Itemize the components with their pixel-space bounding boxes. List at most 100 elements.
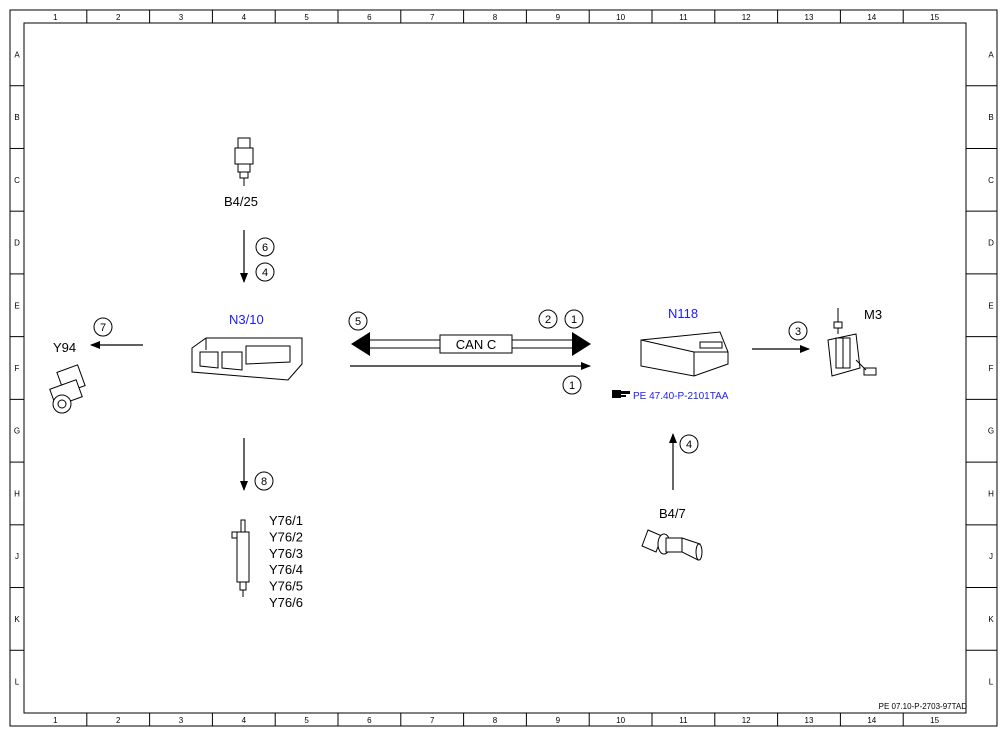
column-label: 11: [679, 716, 688, 725]
y76-label: Y76/6: [269, 595, 303, 610]
signal-n118-to-m3: 3: [752, 321, 810, 353]
module-icon: [640, 331, 729, 377]
y94-valve: Y94: [49, 340, 86, 414]
column-label: 1: [53, 13, 58, 22]
column-label: 11: [679, 13, 688, 22]
column-label: 3: [179, 716, 184, 725]
signal-n3-10-to-n118: 1: [350, 362, 591, 395]
column-label: 13: [805, 716, 814, 725]
row-label: C: [14, 176, 20, 185]
n3-10-label: N3/10: [229, 312, 264, 327]
signal-n3-10-to-y94: 7: [90, 317, 143, 349]
y76-label: Y76/5: [269, 579, 303, 594]
column-label: 2: [116, 716, 121, 725]
column-label: 1: [53, 716, 58, 725]
column-label: 15: [930, 13, 939, 22]
valve-icon: [49, 364, 86, 414]
column-label: 4: [242, 13, 247, 22]
row-label: E: [988, 301, 993, 310]
column-label: 14: [867, 716, 876, 725]
injector-icon: [231, 519, 250, 597]
b4-7-sensor: B4/7: [641, 506, 703, 561]
pointing-hand-icon: [612, 390, 630, 398]
n118-control-unit: N118: [640, 306, 729, 377]
row-label: L: [15, 678, 20, 687]
signal-b4-7-to-n118: 4: [669, 433, 699, 490]
b4-25-label: B4/25: [224, 194, 258, 209]
document-id: PE 07.10-P-2703-97TAD: [879, 702, 968, 711]
row-label: B: [14, 113, 19, 122]
row-label: J: [15, 552, 19, 561]
row-label: F: [15, 364, 20, 373]
signal-number: 4: [262, 267, 268, 279]
column-label: 9: [556, 716, 561, 725]
y94-label: Y94: [53, 340, 76, 355]
reference-link[interactable]: PE 47.40-P-2101TAA: [612, 390, 729, 402]
signal-number: 6: [262, 242, 268, 254]
row-label: G: [988, 427, 994, 436]
b4-25-sensor: B4/25: [224, 137, 258, 209]
row-label: D: [14, 239, 20, 248]
y76-label: Y76/1: [269, 513, 303, 528]
pressure-sensor-icon: [234, 137, 254, 186]
can-c-label: CAN C: [456, 337, 496, 352]
b4-7-label: B4/7: [659, 506, 686, 521]
n3-10-control-unit: N3/10: [191, 312, 303, 381]
row-label: H: [988, 489, 994, 498]
signal-number: 3: [795, 326, 801, 338]
column-label: 12: [742, 716, 751, 725]
column-label: 5: [304, 13, 309, 22]
column-label: 13: [805, 13, 814, 22]
column-label: 12: [742, 13, 751, 22]
signal-number: 4: [686, 439, 692, 451]
signal-b4-25-to-n3-10: 6 4: [240, 230, 275, 283]
y76-label: Y76/2: [269, 529, 303, 544]
column-label: 9: [556, 13, 561, 22]
temperature-sensor-icon: [641, 529, 703, 561]
column-label: 14: [867, 13, 876, 22]
reference-text[interactable]: PE 47.40-P-2101TAA: [633, 391, 729, 402]
y76-label: Y76/4: [269, 562, 303, 577]
row-label: E: [14, 301, 19, 310]
signal-number: 1: [571, 314, 577, 326]
y76-label: Y76/3: [269, 546, 303, 561]
column-label: 10: [616, 13, 625, 22]
column-label: 8: [493, 716, 498, 725]
column-label: 5: [304, 716, 309, 725]
column-label: 15: [930, 716, 939, 725]
column-label: 7: [430, 13, 435, 22]
column-label: 7: [430, 716, 435, 725]
row-label: K: [988, 615, 994, 624]
signal-n3-10-to-y76: 8: [240, 438, 274, 491]
signal-number: 5: [355, 316, 361, 328]
column-label: 6: [367, 716, 372, 725]
column-label: 6: [367, 13, 372, 22]
m3-label: M3: [864, 307, 882, 322]
signal-number: 8: [261, 476, 267, 488]
row-label: D: [988, 239, 994, 248]
column-label: 10: [616, 716, 625, 725]
column-label: 3: [179, 13, 184, 22]
column-label: 4: [242, 716, 247, 725]
row-label: F: [989, 364, 994, 373]
row-label: A: [988, 50, 994, 59]
fuel-pump-icon: [827, 308, 877, 377]
column-label: 8: [493, 13, 498, 22]
column-label: 2: [116, 13, 121, 22]
n118-label: N118: [668, 306, 698, 321]
row-label: J: [989, 552, 993, 561]
row-label: A: [14, 50, 20, 59]
m3-fuel-pump: M3: [827, 307, 882, 377]
row-label: B: [988, 113, 993, 122]
signal-number: 7: [100, 322, 106, 334]
control-unit-icon: [191, 337, 303, 381]
row-label: K: [14, 615, 20, 624]
row-label: C: [988, 176, 994, 185]
